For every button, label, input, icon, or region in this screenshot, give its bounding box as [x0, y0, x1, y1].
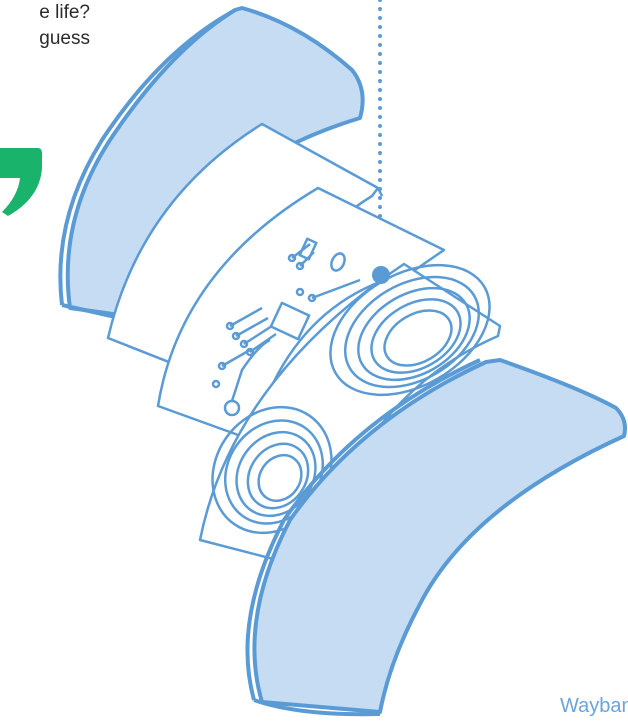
leader-end-dot: [372, 266, 390, 284]
brand-caption: Wayband: [560, 695, 628, 718]
